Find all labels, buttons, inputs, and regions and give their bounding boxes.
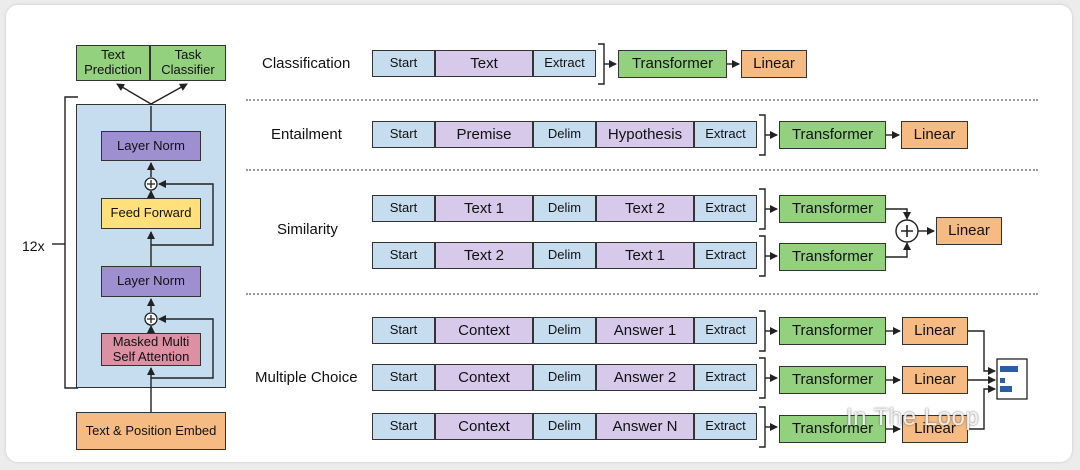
token-extract: Extract: [694, 195, 757, 222]
token-start: Start: [372, 413, 435, 440]
feed-forward: Feed Forward: [101, 198, 201, 229]
token-context: Context: [435, 364, 533, 391]
watermark-text: In The Loop: [846, 404, 980, 431]
token-premise: Premise: [435, 121, 533, 148]
transformer-box: Transformer: [779, 195, 886, 223]
transformer-box: Transformer: [779, 243, 886, 271]
token-answer-2: Answer 2: [596, 364, 694, 391]
token-extract: Extract: [694, 317, 757, 344]
token-start: Start: [372, 242, 435, 269]
layer-norm-top: Layer Norm: [101, 131, 201, 161]
linear-box: Linear: [936, 217, 1002, 245]
token-hypothesis: Hypothesis: [596, 121, 694, 148]
token-context: Context: [435, 317, 533, 344]
transformer-box: Transformer: [779, 317, 886, 345]
token-delim: Delim: [533, 195, 596, 222]
token-start: Start: [372, 50, 435, 77]
layer-norm-bottom: Layer Norm: [101, 266, 201, 297]
token-delim: Delim: [533, 413, 596, 440]
repeat-label: 12x: [22, 238, 45, 254]
token-delim: Delim: [533, 317, 596, 344]
transformer-box: Transformer: [618, 50, 727, 78]
task-label-similarity: Similarity: [277, 221, 338, 238]
linear-box: Linear: [901, 121, 968, 149]
token-extract: Extract: [694, 364, 757, 391]
token-text-2: Text 2: [435, 242, 533, 269]
token-start: Start: [372, 317, 435, 344]
masked-self-attention: Masked Multi Self Attention: [101, 333, 201, 366]
token-start: Start: [372, 195, 435, 222]
token-text-2: Text 2: [596, 195, 694, 222]
token-extract: Extract: [694, 242, 757, 269]
token-answer-1: Answer 1: [596, 317, 694, 344]
separator: [246, 99, 1038, 101]
token-start: Start: [372, 121, 435, 148]
token-context: Context: [435, 413, 533, 440]
transformer-box: Transformer: [779, 415, 886, 443]
text-position-embed: Text & Position Embed: [76, 412, 226, 450]
linear-box: Linear: [902, 317, 968, 345]
linear-box: Linear: [741, 50, 807, 78]
token-start: Start: [372, 364, 435, 391]
separator: [246, 169, 1038, 171]
token-delim: Delim: [533, 121, 596, 148]
transformer-box: Transformer: [779, 121, 886, 149]
task-label-entailment: Entailment: [271, 126, 342, 143]
token-text-1: Text 1: [596, 242, 694, 269]
token-extract: Extract: [694, 121, 757, 148]
linear-box: Linear: [902, 366, 968, 394]
token-delim: Delim: [533, 242, 596, 269]
token-text: Text: [435, 50, 533, 77]
task-label-multiple-choice: Multiple Choice: [255, 369, 358, 386]
separator: [246, 293, 1038, 295]
text-prediction-head: Text Prediction: [76, 45, 150, 81]
token-text-1: Text 1: [435, 195, 533, 222]
token-answer-n: Answer N: [596, 413, 694, 440]
token-extract: Extract: [694, 413, 757, 440]
task-label-classification: Classification: [262, 55, 351, 72]
task-classifier-head: Task Classifier: [150, 45, 226, 81]
linear-box: Linear: [902, 415, 968, 443]
transformer-box: Transformer: [779, 366, 886, 394]
token-extract: Extract: [533, 50, 596, 77]
token-delim: Delim: [533, 364, 596, 391]
